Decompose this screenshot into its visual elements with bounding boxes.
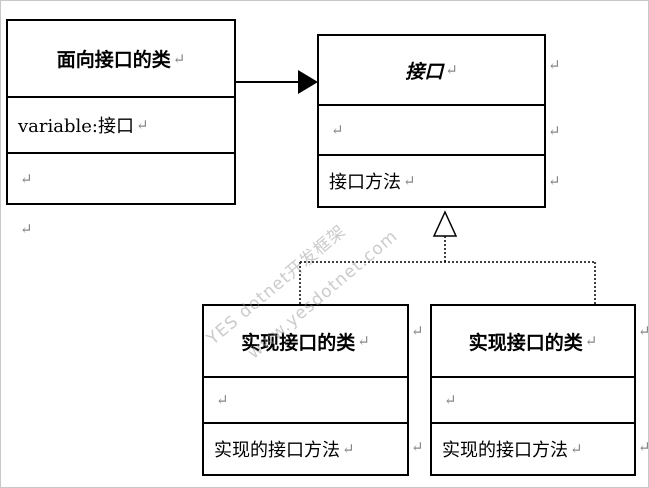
- association-arrowhead: [298, 70, 318, 94]
- return-mark: ↵: [584, 332, 598, 350]
- return-mark: ↵: [403, 172, 416, 190]
- class-impl-right-attributes: ↵: [432, 378, 634, 424]
- class-client-methods: ↵: [8, 154, 234, 203]
- return-mark: ↵: [444, 391, 457, 409]
- return-mark: ↵: [20, 169, 33, 188]
- return-mark: ↵: [411, 438, 424, 456]
- class-impl-right-name: 实现接口的类↵: [432, 306, 634, 378]
- class-impl-left-attributes: ↵: [204, 378, 407, 424]
- return-mark: ↵: [331, 121, 344, 139]
- return-mark: ↵: [548, 56, 561, 74]
- return-mark: ↵: [172, 49, 186, 68]
- return-mark: ↵: [570, 440, 583, 458]
- class-impl-left-name: 实现接口的类↵: [204, 306, 407, 378]
- class-client-attributes: variable:接口↵: [8, 98, 234, 154]
- return-mark: ↵: [357, 332, 370, 350]
- return-mark: ↵: [342, 440, 355, 458]
- return-mark: ↵: [411, 322, 424, 340]
- class-impl-left: 实现接口的类↵ ↵ 实现的接口方法↵: [202, 304, 409, 476]
- class-impl-left-methods: 实现的接口方法↵: [214, 440, 355, 461]
- return-mark: ↵: [638, 438, 649, 456]
- return-mark: ↵: [20, 220, 33, 238]
- class-impl-right-methods: 实现的接口方法↵: [442, 440, 583, 461]
- class-interface-attributes: ↵: [319, 106, 544, 156]
- return-mark: ↵: [445, 61, 458, 79]
- return-mark: ↵: [638, 322, 649, 340]
- return-mark: ↵: [216, 391, 229, 409]
- return-mark: ↵: [548, 172, 561, 190]
- realization-triangle: [432, 210, 458, 237]
- return-mark: ↵: [548, 122, 561, 140]
- return-mark: ↵: [136, 116, 149, 134]
- class-impl-right: 实现接口的类↵ ↵ 实现的接口方法↵: [430, 304, 636, 476]
- class-client-name: 面向接口的类↵: [8, 21, 234, 98]
- class-interface-methods: 接口方法↵: [329, 172, 416, 193]
- class-interface-name: 接口↵: [319, 36, 544, 106]
- class-interface: 接口↵ ↵ 接口方法↵: [317, 34, 546, 208]
- class-client: 面向接口的类↵ variable:接口↵ ↵: [6, 19, 236, 205]
